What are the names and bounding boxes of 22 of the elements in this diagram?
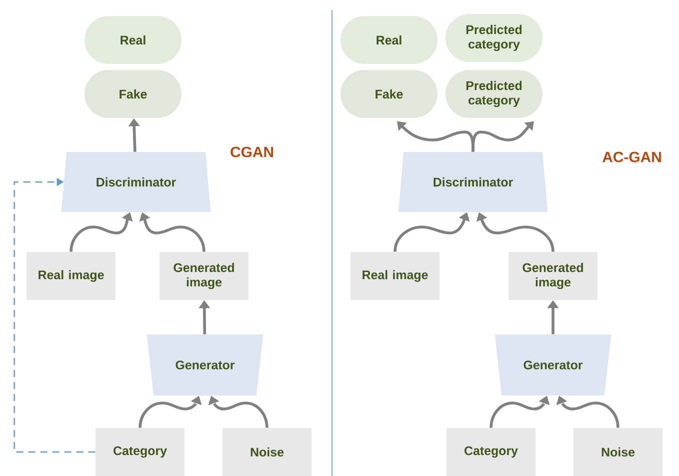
arrow [14, 178, 96, 453]
model-name-label: CGAN [230, 146, 273, 158]
input-box: Real image [26, 252, 116, 300]
output-pill: Real [84, 16, 182, 64]
generator-trapezoid: Generator [146, 334, 264, 396]
discriminator-trapezoid: Discriminator [398, 152, 548, 212]
input-box: Noise [222, 428, 312, 476]
input-box: Real image [350, 252, 440, 300]
input-box: Category [96, 428, 184, 476]
input-box: Generated image [160, 252, 248, 300]
generator-trapezoid: Generator [494, 334, 612, 396]
output-pill: Real [340, 16, 438, 64]
model-name-label: AC-GAN [602, 152, 661, 162]
output-pill: Predicted category [446, 70, 542, 118]
discriminator-trapezoid: Discriminator [61, 152, 211, 212]
output-pill: Predicted category [446, 14, 542, 62]
input-box: Generated image [508, 252, 598, 300]
output-pill: Fake [340, 70, 438, 118]
arrow [472, 121, 534, 152]
input-box: Noise [574, 428, 662, 476]
input-box: Category [446, 428, 536, 476]
output-pill: Fake [84, 70, 182, 118]
